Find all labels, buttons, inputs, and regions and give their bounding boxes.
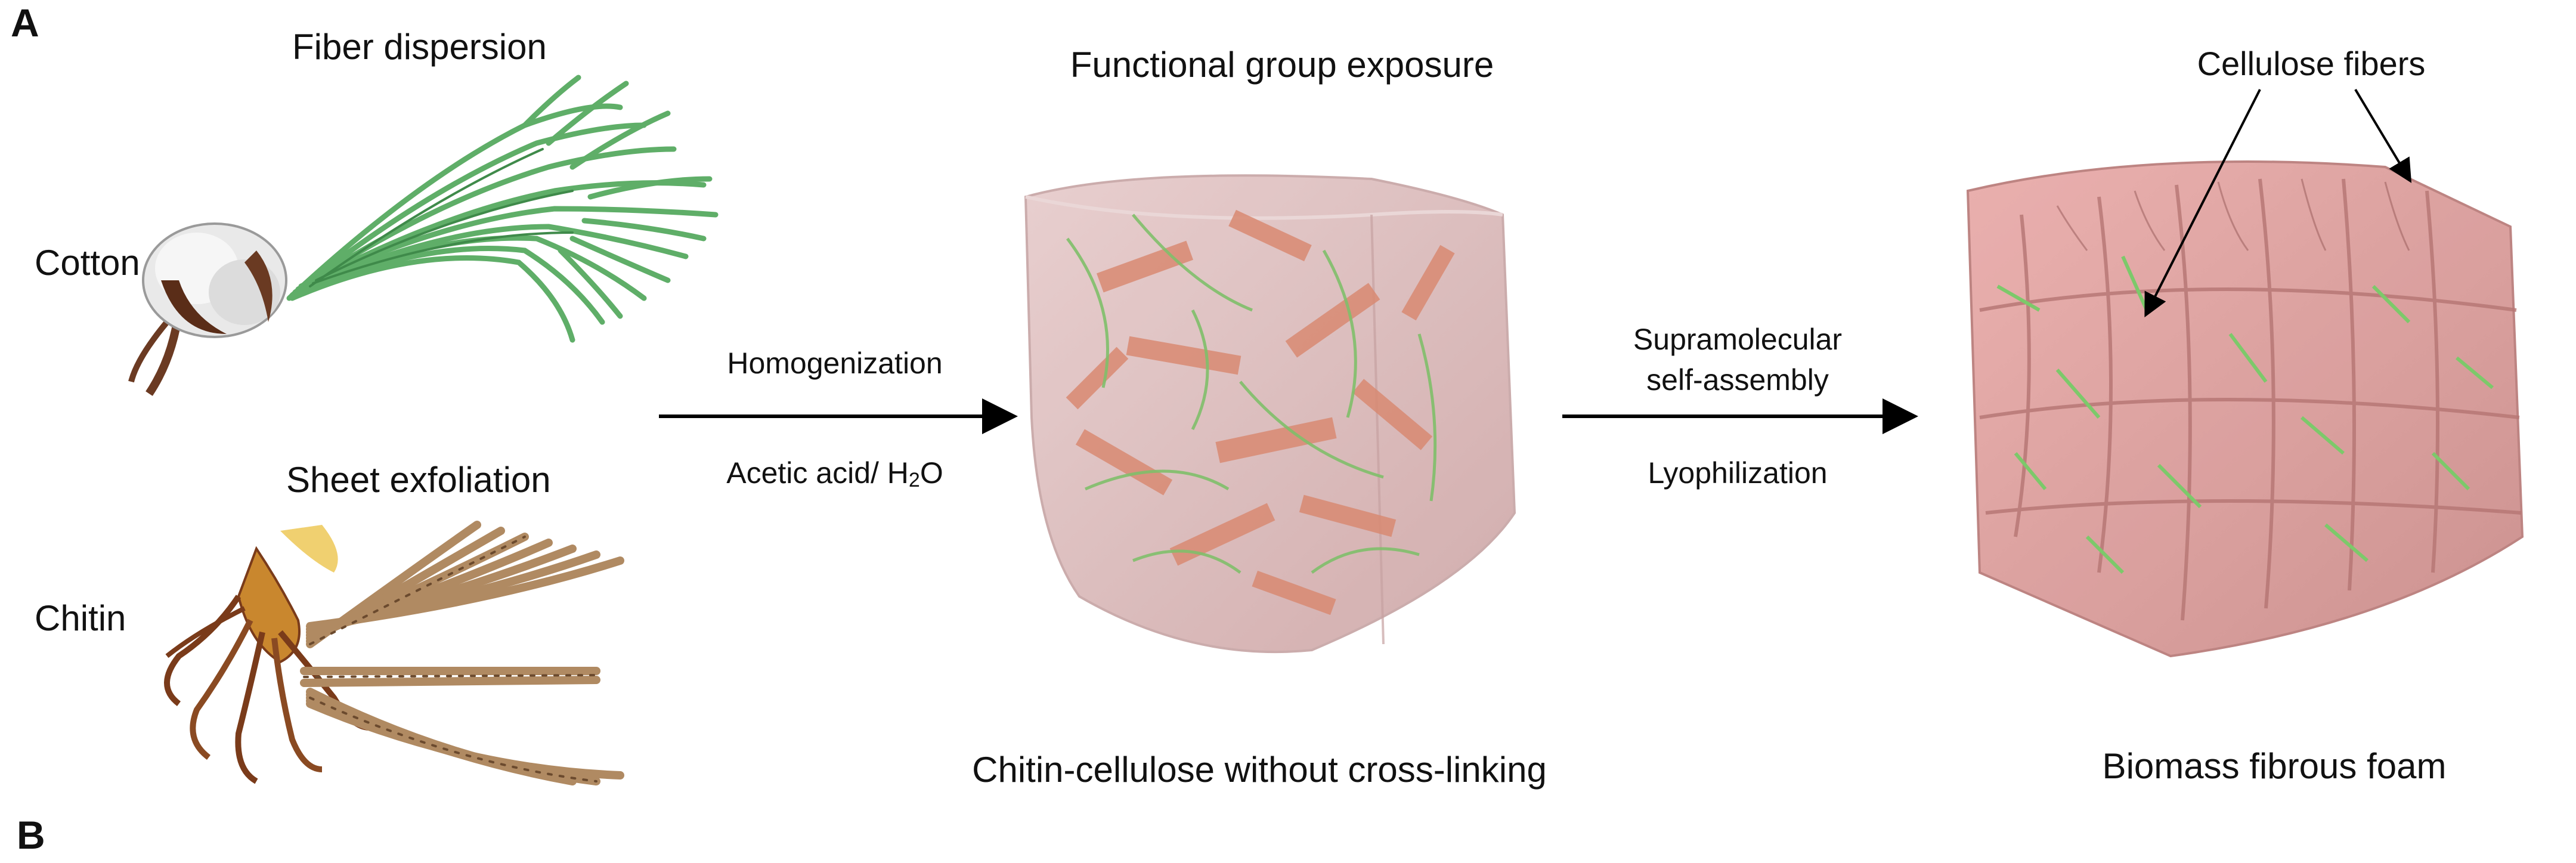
panel-label-a: A: [11, 1, 39, 45]
lyophilization-label: Lyophilization: [1648, 456, 1828, 490]
homogenization-label: Homogenization: [727, 347, 943, 380]
functional-group-exposure-label: Functional group exposure: [1070, 45, 1494, 85]
sheet-exfoliation-label: Sheet exfoliation: [286, 460, 551, 500]
fiber-dispersion-label: Fiber dispersion: [292, 27, 547, 67]
supramolecular-label: Supramolecular: [1633, 323, 1843, 356]
fiber-dispersion-image: [286, 75, 719, 343]
self-assembly-label: self-assembly: [1646, 363, 1829, 397]
squid-chitin-image: [164, 525, 370, 784]
cotton-label: Cotton: [35, 243, 140, 283]
sheet-exfoliation-image: [300, 521, 624, 785]
chitin-cellulose-caption: Chitin-cellulose without cross-linking: [972, 750, 1547, 790]
cotton-boll-image: [128, 222, 287, 396]
cellulose-fibers-label: Cellulose fibers: [2197, 45, 2426, 82]
cellulose-fibers-callout-arrows: [2144, 88, 2412, 318]
biomass-fibrous-foam-image: [1966, 160, 2524, 658]
panel-label-b: B: [17, 813, 45, 857]
acetic-acid-label: Acetic acid/ H2O: [726, 456, 943, 491]
biomass-fibrous-foam-caption: Biomass fibrous foam: [2102, 746, 2447, 786]
chitin-label: Chitin: [35, 598, 126, 638]
chitin-cellulose-gel-image: [1024, 174, 1516, 654]
